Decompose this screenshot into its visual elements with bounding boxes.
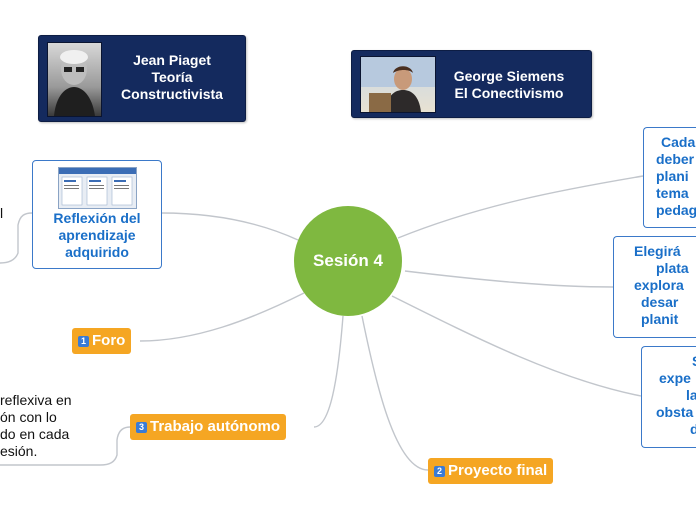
reflexion-line-3: adquirido	[65, 244, 129, 260]
trabajo-label: Trabajo autónomo	[150, 418, 281, 435]
trabajo-note-line-2: ón con lo	[0, 409, 57, 425]
jean-piaget-line-1: Jean Piaget	[133, 52, 211, 68]
proyecto-number-badge: 2	[434, 465, 445, 477]
right-1-line-1: Cada	[661, 134, 696, 150]
george-siemens-line-2: El Conectivismo	[454, 85, 564, 101]
jean-piaget-line-3: Constructivista	[121, 86, 223, 102]
right-1-line-5: pedag	[656, 202, 696, 218]
jean-piaget-photo	[47, 42, 102, 117]
connector-proyecto	[361, 315, 429, 471]
right-2-line-4: desar	[641, 294, 679, 310]
trabajo-note-line-1: reflexiva en	[0, 392, 72, 408]
george-siemens-line-1: George Siemens	[453, 68, 565, 84]
connector-foro	[139, 292, 305, 342]
central-topic[interactable]: Sesión 4	[294, 206, 402, 316]
right-3-line-3: la	[686, 387, 696, 403]
connector-right-3	[391, 295, 642, 397]
right-2-line-2: plata	[656, 260, 689, 276]
right-2-line-3: explora	[634, 277, 684, 293]
right-2-line-5: planit	[641, 311, 679, 327]
connector-reflexion	[160, 212, 299, 241]
jean-piaget-title: Jean Piaget Teoría Constructivista	[105, 52, 239, 103]
central-topic-label: Sesión 4	[313, 251, 383, 270]
right-1-line-2: deber	[656, 151, 695, 167]
proyecto-label: Proyecto final	[448, 462, 548, 479]
topic-card-right-1[interactable]: Cada deber plani tema pedag	[643, 127, 696, 228]
george-siemens-photo	[360, 56, 436, 113]
connector-reflexion-left	[0, 212, 33, 264]
trabajo-note-line-3: do en cada	[0, 426, 70, 442]
topic-card-reflexion[interactable]: Reflexión del aprendizaje adquirido	[32, 160, 162, 269]
george-siemens-title: George Siemens El Conectivismo	[438, 68, 580, 102]
right-3-line-4: obsta	[656, 404, 694, 420]
right-1-line-3: plani	[656, 168, 689, 184]
connector-right-2	[404, 270, 614, 288]
trabajo-note-line-4: esión.	[0, 443, 38, 459]
topic-card-george-siemens[interactable]: George Siemens El Conectivismo	[351, 50, 592, 118]
left-fragment: l	[0, 205, 4, 221]
right-3-line-1: S	[656, 353, 696, 370]
connector-right-1	[397, 175, 644, 239]
reflexion-thumbnail	[58, 167, 137, 209]
connector-trabajo-left	[0, 426, 131, 466]
right-3-line-5: d	[690, 421, 696, 437]
foro-number-badge: 1	[78, 335, 89, 347]
subtopic-trabajo-autonomo[interactable]: 3 Trabajo autónomo	[130, 414, 287, 440]
foro-label: Foro	[92, 332, 126, 349]
reflexion-line-2: aprendizaje	[58, 227, 136, 243]
trabajo-number-badge: 3	[136, 421, 147, 433]
right-2-line-1: Elegirá	[634, 243, 681, 259]
jean-piaget-line-2: Teoría	[151, 69, 193, 85]
reflexion-line-1: Reflexión del	[53, 210, 141, 226]
subtopic-proyecto-final[interactable]: 2 Proyecto final	[428, 458, 554, 484]
connector-trabajo	[313, 315, 344, 428]
right-1-line-4: tema	[656, 185, 689, 201]
topic-card-right-3[interactable]: S expe la obsta d	[641, 346, 696, 448]
right-3-line-2: expe	[659, 370, 691, 386]
trabajo-note: reflexiva en ón con lo do en cada esión.	[0, 392, 72, 460]
topic-card-right-2[interactable]: Elegirá plata explora desar planit	[613, 236, 696, 338]
topic-card-jean-piaget[interactable]: Jean Piaget Teoría Constructivista	[38, 35, 246, 122]
subtopic-foro[interactable]: 1 Foro	[72, 328, 132, 354]
